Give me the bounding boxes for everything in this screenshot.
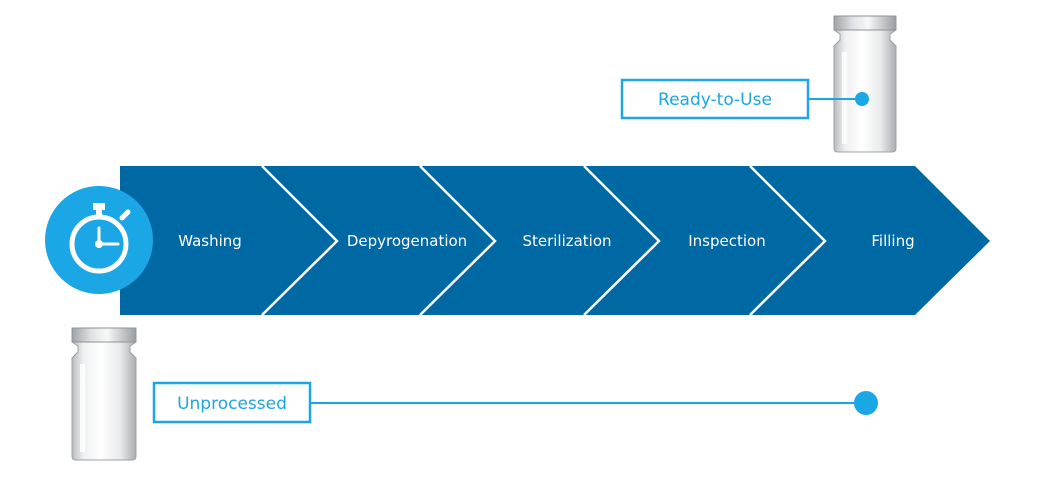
step-sterilization: Sterilization: [522, 232, 611, 250]
ready-to-use-label: Ready-to-Use: [658, 90, 772, 110]
vial-ready-icon: [833, 15, 897, 153]
unprocessed-label: Unprocessed: [177, 394, 287, 414]
unprocessed-tag: Unprocessed: [152, 381, 878, 424]
process-band: [120, 166, 990, 315]
step-filling: Filling: [871, 232, 914, 250]
vial-unprocessed-icon: [71, 327, 137, 461]
step-dividers: [261, 165, 827, 316]
stopwatch-icon: [45, 186, 153, 294]
step-inspection: Inspection: [688, 232, 765, 250]
step-washing: Washing: [178, 232, 242, 250]
step-depyrogenation: Depyrogenation: [347, 232, 467, 250]
ready-to-use-tag: Ready-to-Use: [620, 78, 869, 120]
